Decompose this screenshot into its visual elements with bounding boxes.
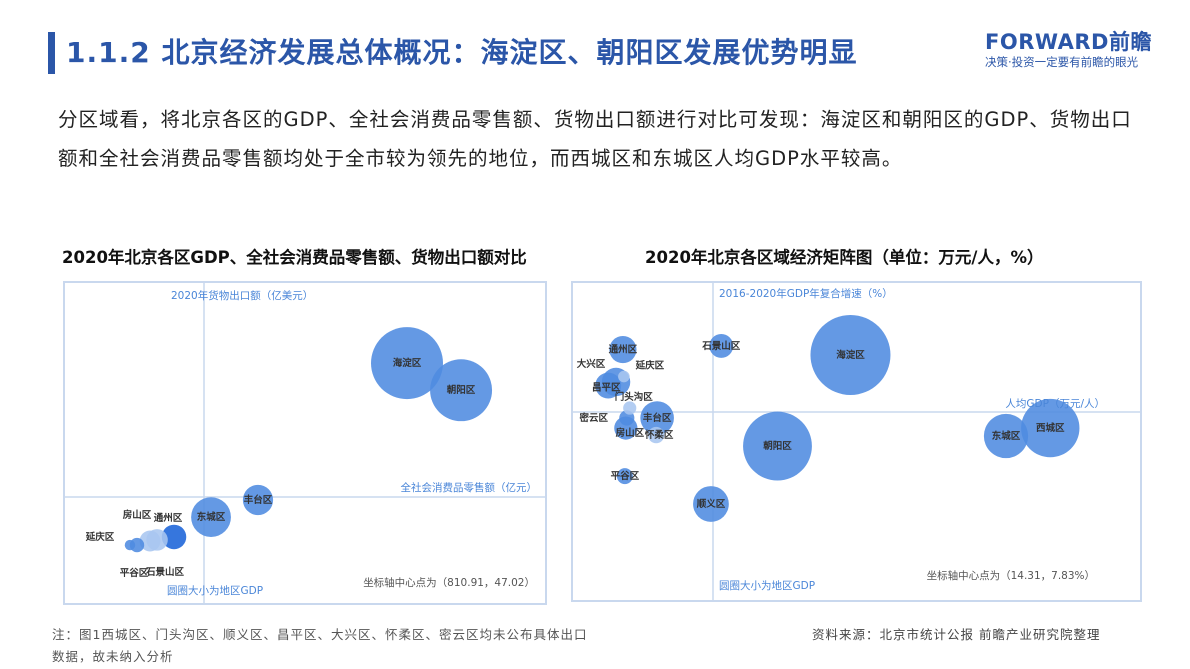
bubble-2 bbox=[1021, 398, 1080, 458]
bubble-1 bbox=[743, 411, 812, 481]
center-point-label: 坐标轴中心点为（14.31，7.83%） bbox=[927, 569, 1095, 582]
bubble-label-15: 延庆区 bbox=[635, 360, 665, 372]
x-axis-label: 人均GDP（万元/人） bbox=[1005, 398, 1105, 410]
chart1-bubble-chart: 海淀区朝阳区丰台区东城区 通州区石景山区 房山区平谷区 延庆区 2020年货物出口额（亿… bbox=[63, 281, 547, 605]
bubble-label-8: 昌平区 bbox=[592, 383, 621, 394]
chart2-svg: 海淀区朝阳区 西城区东城区顺义区 丰台区 大兴区通州区昌平区 石景山区房山区怀柔区平谷区… bbox=[573, 283, 1140, 600]
bubble-label-5: 石景山区 bbox=[145, 566, 185, 578]
bubble-label-1: 朝阳区 bbox=[447, 384, 476, 396]
bubble-label-12: 平谷区 bbox=[611, 470, 640, 482]
bubble-0 bbox=[370, 327, 443, 400]
size-legend-label: 圆圈大小为地区GDP bbox=[167, 584, 263, 597]
bubble-12 bbox=[616, 468, 633, 485]
bubble-label-7: 平谷区 bbox=[120, 567, 149, 579]
bubble-label-9: 石景山区 bbox=[701, 340, 741, 352]
bubble-label-10: 房山区 bbox=[616, 427, 645, 439]
bubble-9 bbox=[709, 334, 734, 358]
bubble-label-0: 海淀区 bbox=[836, 349, 865, 361]
bubble-label-3: 东城区 bbox=[992, 430, 1021, 442]
footnote-line-1: 注：图1西城区、门头沟区、顺义区、昌平区、大兴区、怀柔区、密云区均未公布具体出口 bbox=[52, 627, 588, 642]
bubble-label-5: 丰台区 bbox=[643, 412, 672, 424]
bubble-7 bbox=[609, 335, 637, 364]
y-axis-label: 2016-2020年GDP年复合增速（%） bbox=[719, 287, 893, 300]
bubble-label-3: 东城区 bbox=[197, 511, 226, 523]
center-point-label: 坐标轴中心点为（810.91，47.02） bbox=[363, 576, 535, 589]
bubble-label-2: 西城区 bbox=[1036, 422, 1065, 434]
bubble-label-4: 通州区 bbox=[154, 513, 183, 524]
bubble-0 bbox=[810, 314, 891, 395]
bubble-14 bbox=[623, 401, 637, 415]
logo-slogan: 决策·投资一定要有前瞻的眼光 bbox=[985, 55, 1139, 69]
bubble-1 bbox=[430, 359, 493, 422]
bubble-label-4: 顺义区 bbox=[697, 498, 726, 510]
bubble-label-14: 门头沟区 bbox=[615, 391, 654, 403]
bubble-label-8: 延庆区 bbox=[85, 531, 115, 543]
bubble-2 bbox=[242, 484, 274, 516]
bubble-6 bbox=[139, 530, 161, 552]
bubble-label-6: 房山区 bbox=[123, 509, 152, 521]
bubble-label-13: 密云区 bbox=[579, 412, 609, 424]
y-axis-label: 2020年货物出口额（亿美元） bbox=[171, 289, 313, 302]
bubble-8 bbox=[124, 539, 136, 551]
bubble-4 bbox=[161, 524, 187, 550]
footnote-line-2: 数据，故未纳入分析 bbox=[52, 649, 174, 664]
body-paragraph: 分区域看，将北京各区的GDP、全社会消费品零售额、货物出口额进行对比可发现：海淀… bbox=[58, 108, 1132, 170]
chart1-title: 2020年北京各区GDP、全社会消费品零售额、货物出口额对比 bbox=[62, 248, 527, 267]
logo-brand: FORWARD前瞻 bbox=[985, 30, 1152, 54]
bubble-label-1: 朝阳区 bbox=[763, 440, 792, 452]
bubble-3 bbox=[191, 497, 231, 538]
footnote: 注：图1西城区、门头沟区、顺义区、昌平区、大兴区、怀柔区、密云区均未公布具体出口… bbox=[52, 624, 587, 668]
bubble-4 bbox=[693, 486, 729, 522]
size-legend-label: 圆圈大小为地区GDP bbox=[719, 579, 815, 592]
data-source: 资料来源：北京市统计公报 前瞻产业研究院整理 bbox=[812, 627, 1101, 642]
bubble-15 bbox=[618, 370, 630, 383]
bubble-label-7: 通州区 bbox=[609, 345, 638, 356]
chart2-bubble-chart: 海淀区朝阳区 西城区东城区顺义区 丰台区 大兴区通州区昌平区 石景山区房山区怀柔区平谷区… bbox=[571, 281, 1142, 602]
title-accent-bar bbox=[48, 32, 55, 74]
x-axis-label: 全社会消费品零售额（亿元） bbox=[401, 481, 538, 494]
page-title: 1.1.2 北京经济发展总体概况：海淀区、朝阳区发展优势明显 bbox=[66, 36, 858, 69]
bubble-5 bbox=[640, 401, 674, 435]
chart2-title: 2020年北京各区域经济矩阵图（单位：万元/人，%） bbox=[645, 248, 1044, 267]
bubble-label-2: 丰台区 bbox=[244, 494, 273, 506]
bubble-label-6: 大兴区 bbox=[577, 358, 606, 370]
bubble-3 bbox=[983, 413, 1029, 459]
logo: FORWARD前瞻 决策·投资一定要有前瞻的眼光 bbox=[985, 30, 1152, 70]
bubble-label-11: 怀柔区 bbox=[645, 429, 674, 441]
bubble-8 bbox=[595, 372, 622, 399]
bubble-11 bbox=[647, 426, 665, 444]
bubble-label-0: 海淀区 bbox=[393, 357, 422, 369]
